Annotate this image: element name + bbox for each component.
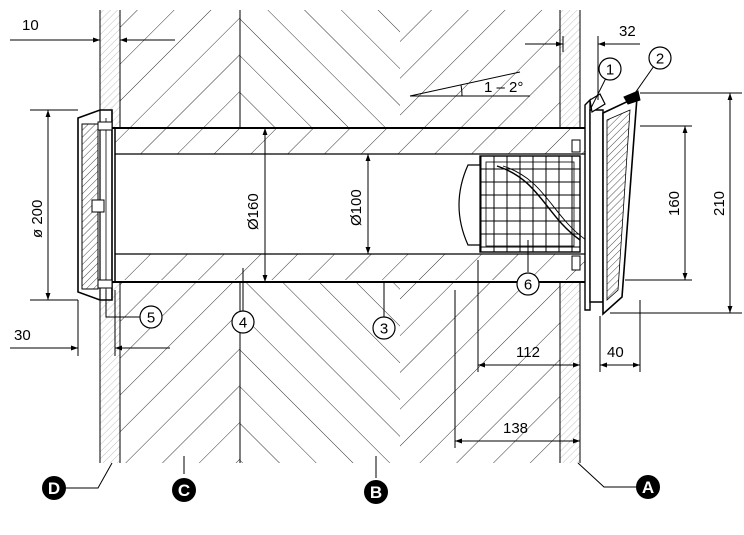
layer-b-lower-left: [240, 283, 400, 463]
layer-a-upper: [560, 10, 580, 128]
dim-pipe-inner-diameter: Ø100: [348, 189, 365, 226]
dim-grille-offset: 30: [14, 327, 31, 344]
dim-outer-diameter: ø 200: [29, 200, 46, 238]
svg-text:2: 2: [656, 51, 664, 68]
layer-d-plaster-upper: [100, 10, 120, 128]
layer-marker-a: A: [636, 475, 660, 499]
dim-wall-liner-thickness: 10: [22, 17, 39, 34]
svg-text:6: 6: [524, 277, 532, 294]
layer-c-lower: [120, 283, 240, 463]
layer-b-lower-right: [400, 283, 560, 463]
filter-insert: [458, 139, 587, 271]
layer-a-lower: [560, 283, 580, 463]
dim-hood-height: 210: [711, 191, 728, 216]
dimension-labels: 10 32 1 – 2° ø 200 Ø160 Ø100 160 210 30 …: [14, 17, 728, 437]
callout-4: 4: [231, 310, 255, 334]
layer-marker-d: D: [42, 476, 66, 500]
layer-c-upper: [120, 10, 240, 128]
layer-marker-leaders: [66, 456, 636, 489]
wall-layers: [99, 10, 581, 463]
svg-text:A: A: [642, 478, 654, 497]
dim-total-depth: 138: [503, 420, 528, 437]
dim-outlet-height: 160: [666, 191, 683, 216]
callout-1: 1: [598, 57, 622, 81]
svg-text:1: 1: [606, 62, 614, 79]
svg-text:B: B: [370, 483, 382, 502]
layer-b-upper-right: [400, 10, 560, 128]
svg-text:4: 4: [239, 315, 247, 332]
inner-grille-cover: [77, 109, 113, 301]
dim-hood-depth: 40: [607, 344, 624, 361]
svg-text:5: 5: [147, 310, 155, 327]
svg-text:D: D: [48, 479, 60, 498]
layer-marker-b: B: [364, 480, 388, 504]
layer-marker-c: C: [172, 478, 196, 502]
svg-text:3: 3: [380, 321, 388, 338]
dim-flap-offset: 32: [619, 23, 636, 40]
dim-insert-depth: 112: [516, 344, 540, 361]
callout-3: 3: [372, 316, 396, 340]
dim-pipe-outer-diameter: Ø160: [245, 193, 262, 230]
dim-slope: 1 – 2°: [484, 79, 523, 96]
layer-b-upper-left: [240, 10, 400, 128]
layer-d-plaster-lower: [100, 283, 120, 463]
dimension-lines: [10, 30, 742, 448]
callout-markers: 1 2 3 4 5 6: [139, 46, 672, 340]
outer-weather-hood: [584, 90, 641, 316]
layer-markers: D C B A: [42, 475, 660, 504]
callout-5: 5: [139, 305, 163, 329]
callouts: [105, 65, 655, 318]
callout-6: 6: [516, 272, 540, 296]
callout-2: 2: [648, 46, 672, 70]
svg-text:C: C: [178, 481, 190, 500]
